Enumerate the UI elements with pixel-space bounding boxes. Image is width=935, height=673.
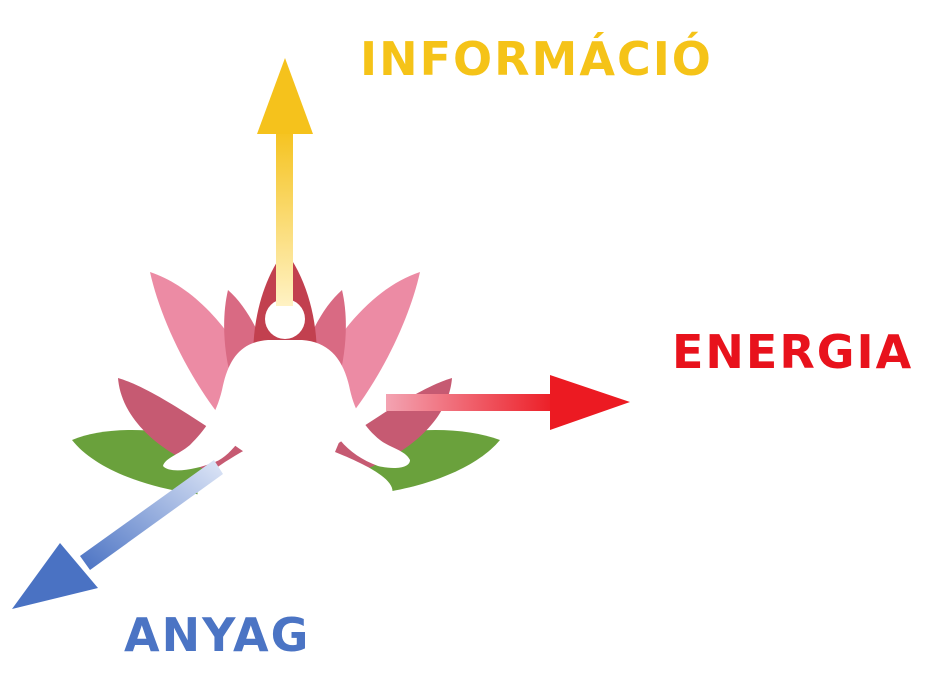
arrow-information-shaft <box>276 128 293 306</box>
meditating-figure-icon <box>163 299 410 507</box>
arrow-information <box>257 58 313 306</box>
label-information: INFORMÁCIÓ <box>360 32 713 86</box>
arrow-matter-shaft <box>80 460 223 570</box>
arrow-energy <box>386 375 630 430</box>
arrow-energy-head <box>550 375 630 430</box>
arrow-information-head <box>257 58 313 134</box>
label-matter: ANYAG <box>124 608 311 662</box>
figure-head <box>265 299 305 339</box>
arrow-energy-shaft <box>386 394 558 411</box>
arrow-matter <box>12 460 223 609</box>
label-energy: ENERGIA <box>672 325 914 379</box>
arrow-matter-head <box>12 543 98 609</box>
figure-body <box>163 340 410 507</box>
